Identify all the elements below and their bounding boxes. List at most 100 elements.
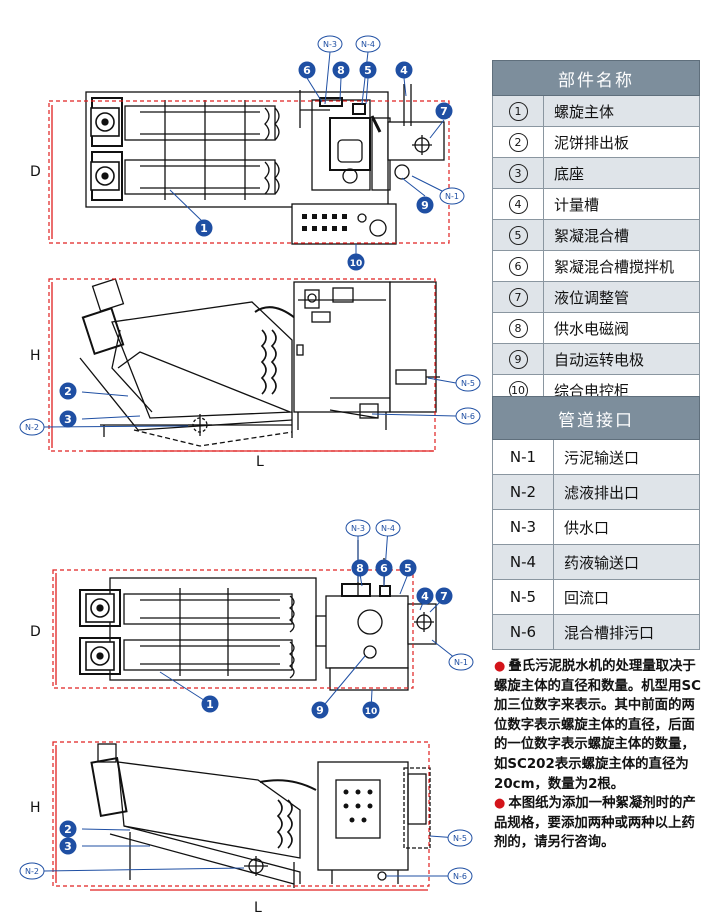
side-view-2 [90, 743, 431, 888]
svg-text:N-2: N-2 [25, 423, 39, 432]
table-row: 9 自动运转电极 [492, 343, 700, 375]
svg-text:N-1: N-1 [445, 192, 459, 201]
part-number: 3 [508, 163, 528, 183]
svg-text:10: 10 [350, 259, 363, 269]
svg-text:N-5: N-5 [461, 379, 475, 388]
part-number: 1 [508, 101, 528, 121]
svg-text:N-2: N-2 [25, 867, 39, 876]
callout-3-b: 3 [59, 837, 77, 855]
part-number: 4 [508, 194, 528, 214]
note-2-text: 本图纸为添加一种絮凝剂时的产品规格，要添加两种或两种以上药剂的，请另行咨询。 [494, 796, 696, 851]
part-name: 泥饼排出板 [543, 126, 700, 158]
port-n5-b: N-5 [447, 829, 473, 847]
pipe-code: N-5 [492, 579, 554, 615]
port-n4: N-4 [355, 35, 381, 53]
port-n3-b: N-3 [345, 519, 371, 537]
callout-3: 3 [59, 410, 77, 428]
part-number: 2 [508, 132, 528, 152]
part-number: 8 [508, 318, 528, 338]
pipe-code: N-4 [492, 544, 554, 580]
note-1: ●叠氏污泥脱水机的处理量取决于螺旋主体的直径和数量。机型用SC加三位数字来表示。… [494, 657, 708, 794]
svg-text:2: 2 [64, 823, 72, 836]
svg-text:N-4: N-4 [381, 524, 395, 533]
callout-8: 8 [332, 61, 350, 79]
side-view-2-dims [52, 741, 430, 887]
svg-text:N-1: N-1 [454, 658, 468, 667]
bullet-icon: ● [494, 796, 506, 812]
dim-h-1: H [30, 348, 41, 364]
part-number: 9 [508, 349, 528, 369]
callout-7: 7 [435, 102, 453, 120]
port-n1-b: N-1 [448, 653, 474, 671]
callout-8-b: 8 [351, 559, 369, 577]
callout-9: 9 [416, 196, 434, 214]
svg-text:6: 6 [303, 64, 311, 77]
callout-1-b: 1 [201, 695, 219, 713]
side-view-1 [79, 278, 440, 447]
top-view-2 [79, 540, 437, 691]
svg-text:4: 4 [400, 64, 408, 77]
top-view-1-dims [48, 100, 450, 244]
callout-10-b: 10 [362, 701, 380, 719]
callout-5-b: 5 [399, 559, 417, 577]
callout-2-b: 2 [59, 820, 77, 838]
part-number: 5 [508, 225, 528, 245]
port-n2-b: N-2 [19, 862, 45, 880]
callout-6-b: 6 [375, 559, 393, 577]
svg-text:2: 2 [64, 385, 72, 398]
svg-text:N-3: N-3 [351, 524, 365, 533]
svg-text:N-6: N-6 [453, 872, 467, 881]
callout-5: 5 [359, 61, 377, 79]
parts-table-title: 部件名称 [492, 60, 700, 96]
note-1-text: 叠氏污泥脱水机的处理量取决于螺旋主体的直径和数量。机型用SC加三位数字来表示。其… [494, 659, 701, 792]
port-n6: N-6 [455, 407, 481, 425]
dim-d-2: D [30, 624, 41, 640]
callouts: 6 8 5 4 7 9 1 10 2 3 8 6 5 4 7 1 9 10 2 … [59, 61, 453, 855]
svg-text:8: 8 [356, 562, 364, 575]
callout-1: 1 [195, 219, 213, 237]
table-row: 7 液位调整管 [492, 281, 700, 313]
svg-text:N-6: N-6 [461, 412, 475, 421]
leader-lines [43, 51, 461, 877]
port-n2: N-2 [19, 418, 45, 436]
port-n5: N-5 [455, 374, 481, 392]
pipe-name: 回流口 [553, 579, 700, 615]
part-number: 7 [508, 287, 528, 307]
callout-10: 10 [347, 253, 365, 271]
part-name: 絮凝混合槽搅拌机 [543, 250, 700, 282]
part-name: 自动运转电极 [543, 343, 700, 375]
svg-text:7: 7 [440, 590, 448, 603]
pipe-name: 供水口 [553, 509, 700, 545]
dim-h-2: H [30, 800, 41, 816]
pipe-code: N-1 [492, 439, 554, 475]
bullet-icon: ● [494, 659, 506, 674]
notes: ●叠氏污泥脱水机的处理量取决于螺旋主体的直径和数量。机型用SC加三位数字来表示。… [494, 657, 708, 853]
callout-6: 6 [298, 61, 316, 79]
svg-text:3: 3 [64, 840, 72, 853]
svg-text:9: 9 [421, 199, 429, 212]
port-n4-b: N-4 [375, 519, 401, 537]
svg-text:N-4: N-4 [361, 40, 375, 49]
svg-text:5: 5 [404, 562, 412, 575]
svg-text:9: 9 [316, 704, 324, 717]
part-name: 液位调整管 [543, 281, 700, 313]
part-number: 6 [508, 256, 528, 276]
svg-text:4: 4 [421, 590, 429, 603]
svg-text:1: 1 [206, 698, 214, 711]
svg-text:10: 10 [365, 707, 378, 717]
pipe-code: N-6 [492, 614, 554, 650]
pipe-name: 滤液排出口 [553, 474, 700, 510]
dim-l-1: L [256, 454, 264, 470]
svg-text:1: 1 [200, 222, 208, 235]
